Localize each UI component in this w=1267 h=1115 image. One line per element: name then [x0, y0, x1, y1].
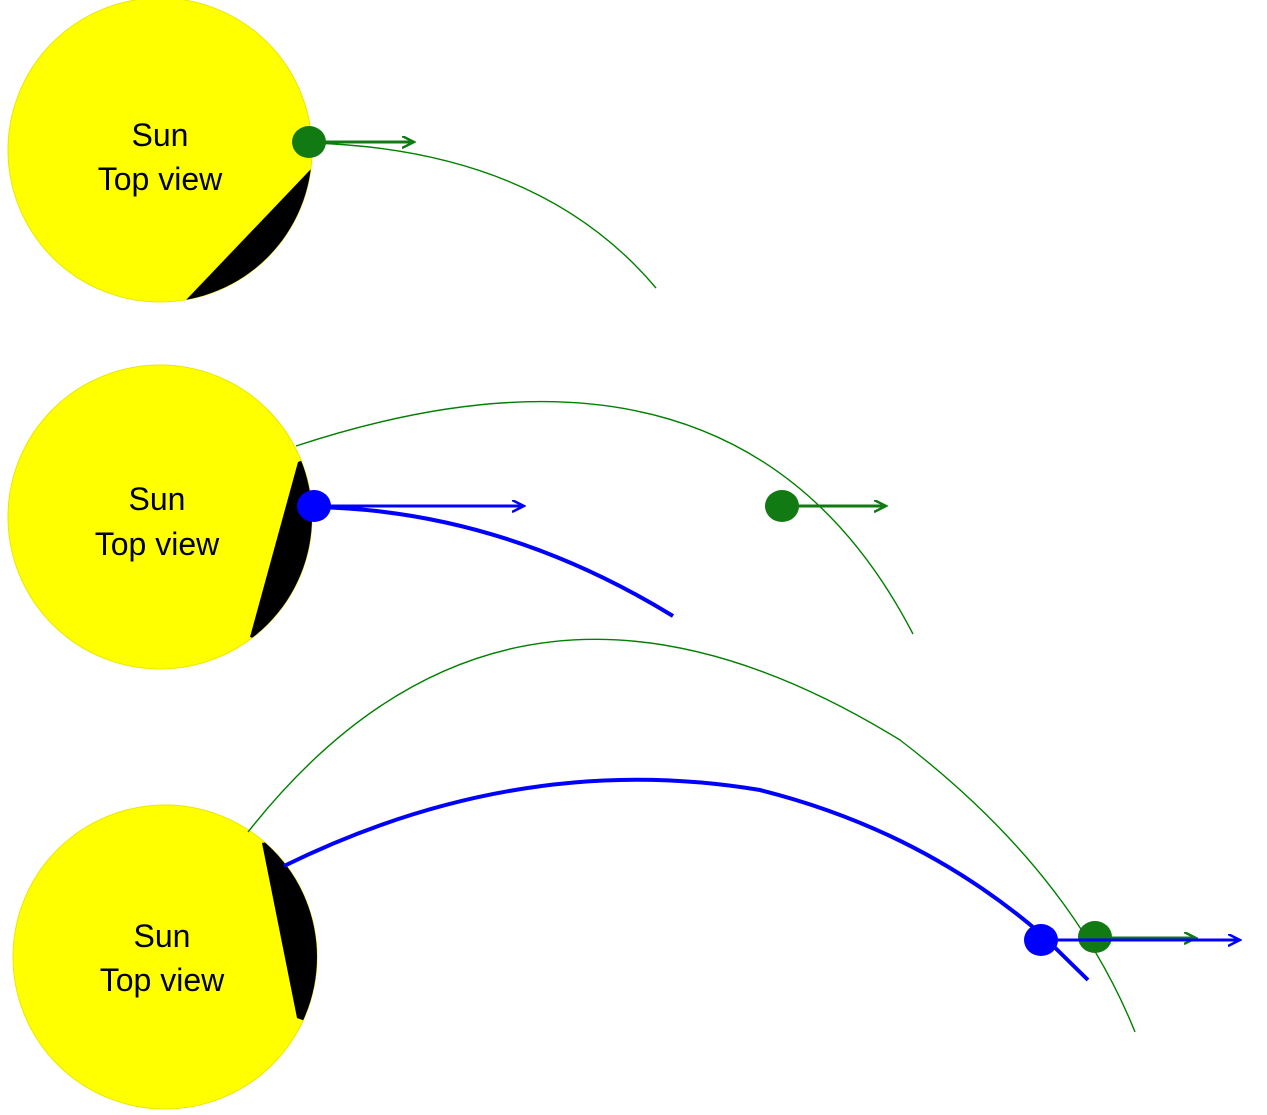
- sun-label-line1: Sun: [134, 918, 191, 954]
- green-orbit-path: [247, 638, 1136, 1033]
- sun-label-line1: Sun: [129, 481, 186, 517]
- panel-2: Sun Top view: [7, 364, 914, 670]
- panel-1: Sun Top view: [7, 0, 657, 303]
- green-orbit-path: [311, 142, 657, 289]
- sun-label-line1: Sun: [132, 117, 189, 153]
- sun-disk: [7, 364, 313, 670]
- sun-disk: [12, 804, 318, 1110]
- green-dot: [292, 126, 326, 158]
- green-dot: [765, 490, 799, 522]
- panel-3: Sun Top view: [12, 638, 1240, 1110]
- sun-label-line2: Top view: [100, 962, 225, 998]
- blue-orbit-path: [283, 777, 1090, 982]
- blue-dot: [297, 490, 331, 522]
- sun-label-line2: Top view: [95, 526, 220, 562]
- sun-label-line2: Top view: [98, 161, 223, 197]
- blue-dot: [1024, 924, 1058, 956]
- green-orbit-path: [295, 401, 914, 635]
- blue-orbit-path: [312, 505, 675, 618]
- green-dot: [1078, 921, 1112, 953]
